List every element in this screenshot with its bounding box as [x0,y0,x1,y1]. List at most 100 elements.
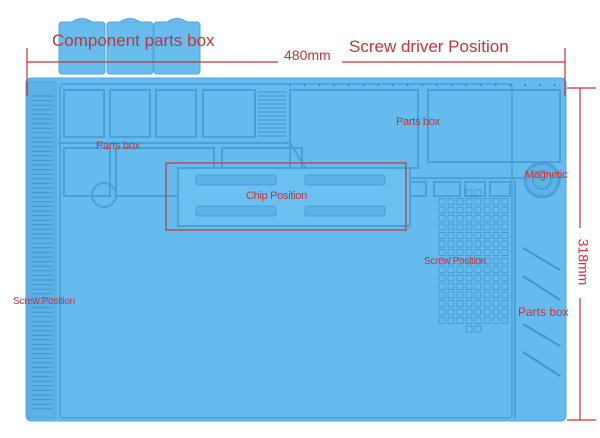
screw-grid-cell [465,232,473,239]
hole [303,84,306,86]
screw-grid-cell [447,215,455,222]
screw-grid-cell [492,266,500,273]
screw-grid-cell [474,291,482,299]
screw-grid-cell [465,249,473,256]
hole [450,84,453,86]
screw-grid-cell [483,232,491,239]
hole [524,84,527,86]
top-holes [289,84,556,86]
screw-grid-cell [447,274,455,282]
screw-grid-cell [456,215,464,222]
screw-grid-cell [447,223,455,231]
screw-grid-cell [483,291,491,299]
height-dimension-label: 318mm [575,238,592,286]
screw-grid-cell [474,240,482,248]
screw-grid-cell [501,308,509,316]
screw-grid-cell [492,206,500,214]
screw-grid-cell [501,240,509,248]
screw-grid-cell [456,249,464,256]
screw-grid-cell [456,300,464,307]
screw-grid [438,189,509,333]
screw-grid-cell [501,283,509,290]
screw-grid-cell [492,257,500,265]
screw-grid-cell [456,274,464,282]
screw-grid-cell [501,274,509,282]
screw-grid-cell [474,317,482,324]
screw-grid-cell [447,257,455,265]
hole [494,84,497,86]
screw-grid-cell [501,266,509,273]
hole [406,84,409,86]
mat-body [25,77,567,422]
screw-grid-cell [483,266,491,273]
screw-grid-cell [501,257,509,265]
screw-grid-cell [456,266,464,273]
screw-grid-cell [438,215,446,222]
screw-grid-cell [501,206,509,214]
chip-slots [195,174,386,217]
screw-grid-cell [474,274,482,282]
hole [347,84,350,86]
screw-grid-cell [474,198,482,205]
screw-grid-cell [438,291,446,299]
screw-grid-cell [474,249,482,256]
screw-grid-cell [492,308,500,316]
screw-grid-cell [492,198,500,205]
screw-grid-cell [492,291,500,299]
hole [436,84,438,86]
screw-grid-cell [456,232,464,239]
screw-grid-cell [474,215,482,222]
screw-grid-cell [492,317,500,324]
screw-grid-cell [438,283,446,290]
screw-grid-cell [474,223,482,231]
screw-grid-cell [483,274,491,282]
screw-grid-cell [447,317,455,324]
screw-grid-cell [465,223,473,231]
screw-grid-cell [483,308,491,316]
screw-grid-cell [501,291,509,299]
hole [553,84,556,86]
screw-grid-cell [447,198,455,205]
screw-grid-cell [492,249,500,256]
hole [539,84,541,86]
screw-grid-cell [447,206,455,214]
parts-box-top-right-label: Parts box [396,116,440,128]
magnetic-tray-icon [523,161,561,199]
hole [333,84,335,86]
screw-grid-cell [483,215,491,222]
screw-grid-cell [465,257,473,265]
screw-grid-cell [483,206,491,214]
screw-grid-cell [501,198,509,205]
screw-grid-cell [447,283,455,290]
screw-grid-cell [501,249,509,256]
chip-position-box [165,162,407,231]
screw-grid-cell [501,232,509,239]
screw-grid-cell [492,283,500,290]
screw-grid-cell [492,274,500,282]
screw-grid-cell [438,300,446,307]
screw-grid-cell [474,325,482,333]
screw-grid-cell [438,206,446,214]
screw-grid-cell [465,308,473,316]
screw-grid-cell [456,198,464,205]
hole [465,84,468,86]
screw-grid-cell [465,240,473,248]
screw-grid-cell [465,198,473,205]
screw-grid-cell [492,300,500,307]
screw-grid-cell [438,274,446,282]
screw-grid-cell [501,317,509,324]
screw-grid-cell [438,240,446,248]
screwdriver-position-label: Screw driver Position [349,37,509,56]
screw-grid-cell [483,223,491,231]
screw-grid-cell [474,283,482,290]
screw-grid-cell [438,223,446,231]
round-tray-icon [91,182,117,208]
screw-position-strip [27,81,57,419]
screw-grid-cell [492,215,500,222]
screw-grid-cell [438,198,446,205]
screw-grid-cell [465,274,473,282]
screw-grid-cell [483,198,491,205]
screw-grid-cell [483,249,491,256]
screw-grid-cell [465,300,473,307]
